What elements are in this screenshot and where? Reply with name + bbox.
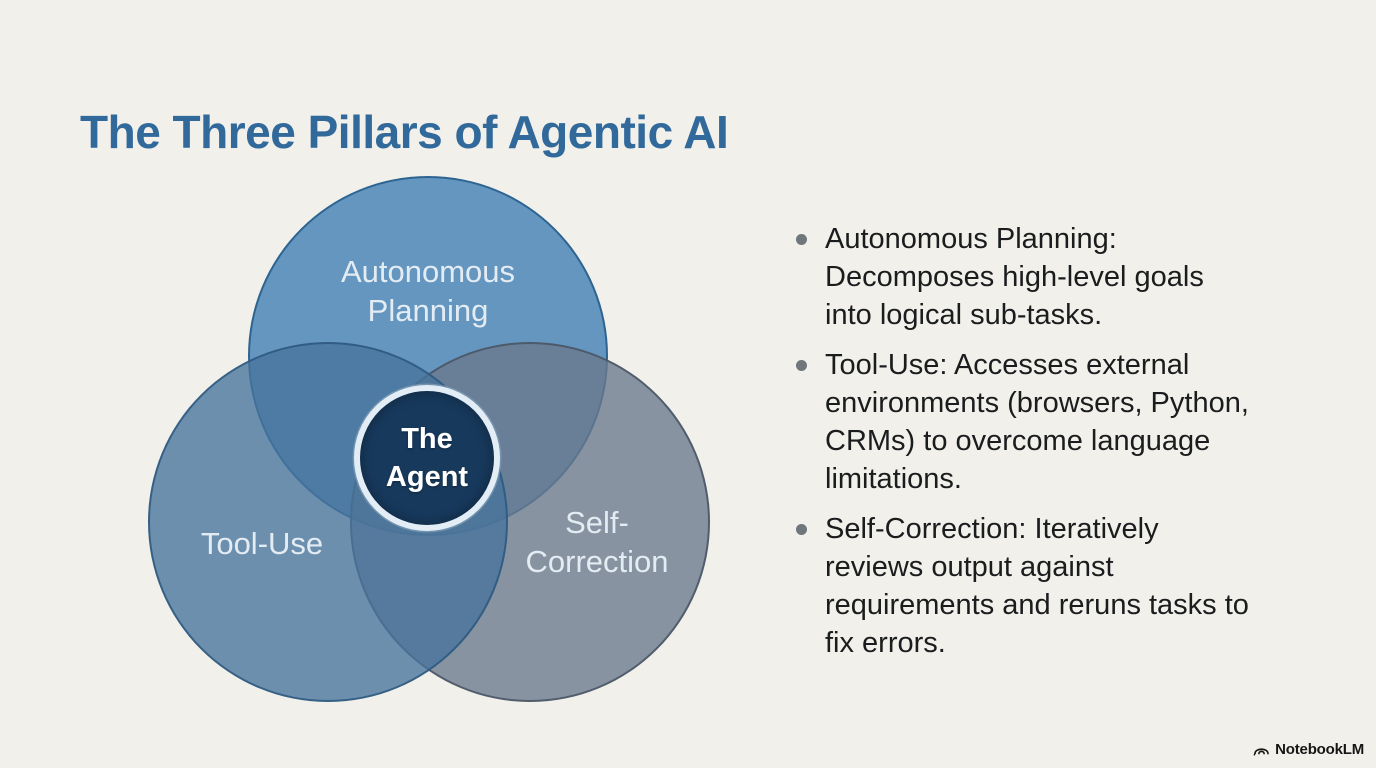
venn-label-autonomous-planning: Autonomous Planning	[340, 254, 516, 328]
bullet-dot-icon	[796, 234, 807, 245]
venn-diagram: Autonomous Planning Tool-Use Self- Corre…	[148, 176, 710, 702]
notebooklm-logo-icon	[1253, 742, 1270, 757]
bullet-text-self-correction: Self-Correction: Iteratively reviews out…	[825, 513, 1249, 659]
bullet-dot-icon	[796, 360, 807, 371]
bullet-text-autonomous-planning: Autonomous Planning: Decomposes high-lev…	[825, 223, 1204, 331]
bullet-list: Autonomous Planning: Decomposes high-lev…	[796, 220, 1326, 674]
venn-label-self-correction: Self- Correction	[525, 505, 669, 579]
page-title: The Three Pillars of Agentic AI	[80, 105, 729, 158]
bullet-text-tool-use: Tool-Use: Accesses external environments…	[825, 349, 1249, 495]
venn-center-agent-label: The Agent	[385, 423, 469, 493]
bullet-dot-icon	[796, 524, 807, 535]
footer-watermark: NotebookLM	[1253, 741, 1364, 758]
list-item: Autonomous Planning: Decomposes high-lev…	[796, 220, 1326, 334]
list-item: Self-Correction: Iteratively reviews out…	[796, 510, 1326, 662]
footer-brand-label: NotebookLM	[1275, 741, 1364, 758]
venn-label-tool-use: Tool-Use	[200, 526, 324, 561]
venn-center-agent-circle: The Agent	[354, 385, 500, 531]
list-item: Tool-Use: Accesses external environments…	[796, 346, 1326, 498]
